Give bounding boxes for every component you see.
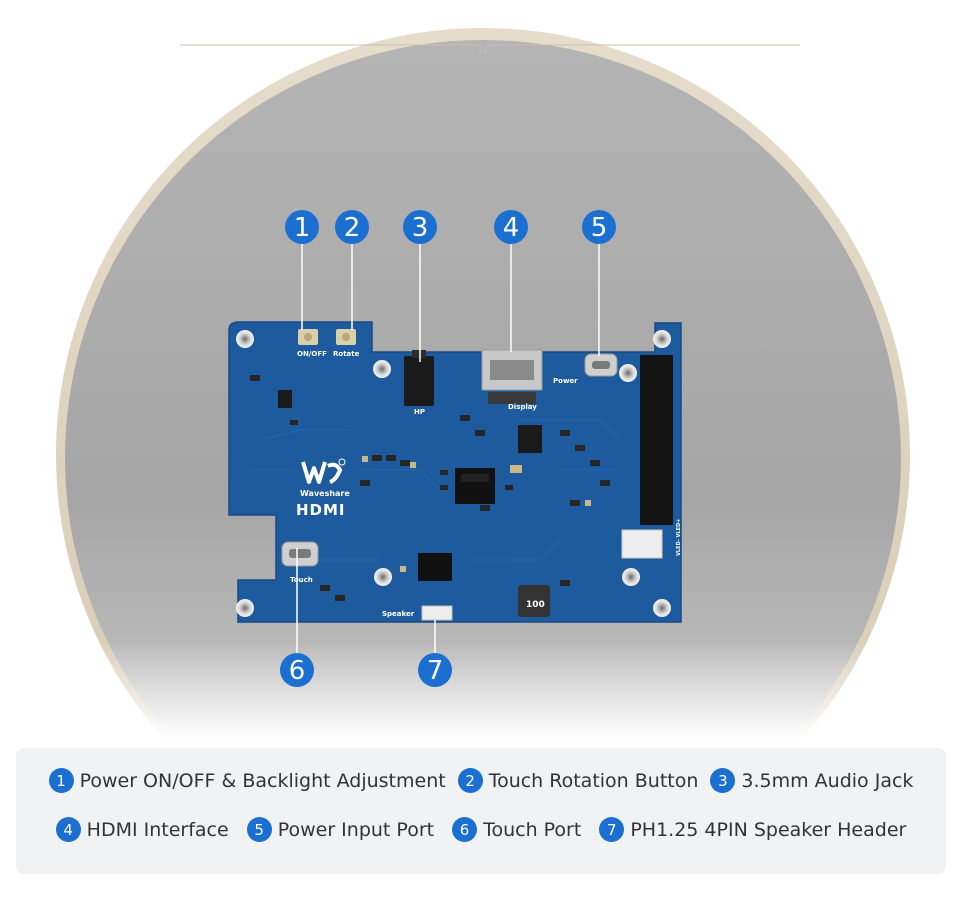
svg-text:4: 4 xyxy=(503,213,520,243)
legend-label: PH1.25 4PIN Speaker Header xyxy=(630,818,907,841)
legend-badge: 1 xyxy=(48,768,74,793)
callout-6: 6 xyxy=(280,653,314,687)
silk-on-off: ON/OFF xyxy=(297,350,327,358)
hdmi-logo: HDMI xyxy=(296,501,346,519)
product-photo: ON/OFF Rotate HP Display Power Touch Spe… xyxy=(0,28,960,740)
silk-hp: HP xyxy=(414,408,425,416)
driver-board: ON/OFF Rotate HP Display Power Touch Spe… xyxy=(228,321,682,623)
legend-badge: 2 xyxy=(457,768,483,793)
silk-power: Power xyxy=(553,377,578,385)
legend-item-speaker-header: 7 PH1.25 4PIN Speaker Header xyxy=(599,817,906,842)
legend-label: Touch Port xyxy=(483,818,582,841)
legend-label: 3.5mm Audio Jack xyxy=(741,769,914,792)
legend-row: 4 HDMI Interface 5 Power Input Port 6 To… xyxy=(16,817,946,842)
legend-item-touch-port: 6 Touch Port xyxy=(452,817,581,842)
silk-inductor: 100 xyxy=(526,600,545,610)
legend-badge: 7 xyxy=(599,817,625,842)
callout-1: 1 xyxy=(285,210,319,244)
legend-item-rotation-button: 2 Touch Rotation Button xyxy=(457,768,699,793)
svg-text:1: 1 xyxy=(294,213,311,243)
svg-text:5: 5 xyxy=(591,213,608,243)
silk-brand: Waveshare xyxy=(300,489,350,498)
svg-text:2: 2 xyxy=(344,213,361,243)
silk-rotate: Rotate xyxy=(333,350,360,358)
svg-text:3: 3 xyxy=(412,213,429,243)
silk-vled: VLED- VLED+ xyxy=(676,519,682,556)
silk-touch: Touch xyxy=(290,576,313,584)
legend-badge: 5 xyxy=(246,817,272,842)
legend-badge: 3 xyxy=(710,768,736,793)
callout-2: 2 xyxy=(335,210,369,244)
legend-label: Power ON/OFF & Backlight Adjustment xyxy=(79,769,446,792)
callout-4: 4 xyxy=(494,210,528,244)
legend-row: 1 Power ON/OFF & Backlight Adjustment 2 … xyxy=(16,768,946,793)
legend-label: Touch Rotation Button xyxy=(488,769,699,792)
callout-5: 5 xyxy=(582,210,616,244)
legend-badge: 4 xyxy=(55,817,81,842)
silk-display: Display xyxy=(508,403,537,411)
legend-item-audio-jack: 3 3.5mm Audio Jack xyxy=(710,768,913,793)
legend-panel: 1 Power ON/OFF & Backlight Adjustment 2 … xyxy=(16,748,946,874)
callout-leaders xyxy=(296,244,600,654)
legend-label: Power Input Port xyxy=(277,818,435,841)
waveshare-logo-icon xyxy=(301,458,346,484)
silk-speaker: Speaker xyxy=(382,610,415,618)
legend-item-hdmi: 4 HDMI Interface xyxy=(55,817,229,842)
legend-item-power-input: 5 Power Input Port xyxy=(246,817,435,842)
legend-item-power-switch: 1 Power ON/OFF & Backlight Adjustment xyxy=(48,768,446,793)
svg-text:7: 7 xyxy=(427,656,444,686)
legend-label: HDMI Interface xyxy=(86,818,229,841)
svg-text:6: 6 xyxy=(289,656,306,686)
callout-3: 3 xyxy=(403,210,437,244)
callout-7: 7 xyxy=(418,653,452,687)
legend-badge: 6 xyxy=(452,817,478,842)
